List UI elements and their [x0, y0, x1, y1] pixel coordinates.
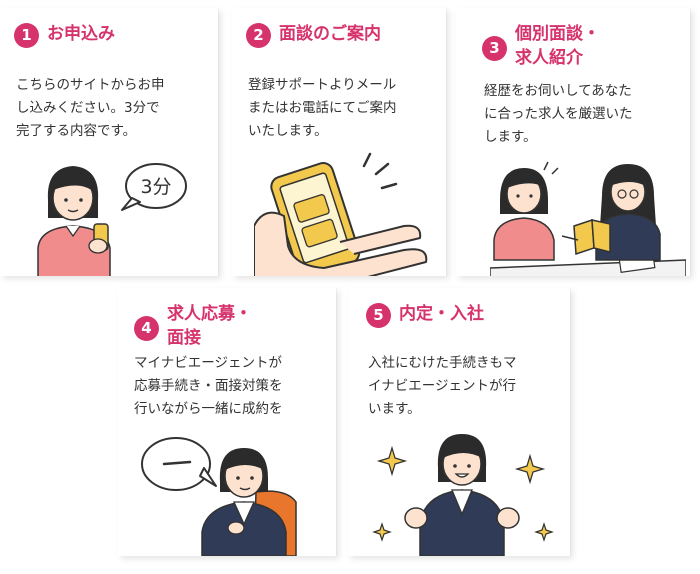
step-description-4: マイナビエージェントが 応募手続き・面接対策を 行いながら一緒に成約を [134, 355, 283, 417]
step-title-4: 求人応募・ 面接 [167, 304, 252, 348]
step-card-4: 4 求人応募・ 面接 マイナビエージェントが 応募手続き・面接対策を 行いながら… [118, 288, 336, 556]
step-header-4: 4 求人応募・ 面接 [134, 302, 328, 350]
celebration-illustration [372, 434, 554, 556]
step-card-3: 3 個別面談・ 求人紹介 経歴をお伺いしてあなた に合った求人を厳選いた します… [456, 8, 690, 276]
step-title-1: お申込み [47, 24, 115, 44]
woman-with-phone-illustration: 3分 [37, 163, 187, 276]
step-card-2: 2 面談のご案内 登録サポートよりメール またはお電話にてご案内 いたします。 [232, 8, 446, 276]
step-number-badge-4: 4 [134, 316, 159, 341]
step-title-2: 面談のご案内 [279, 24, 381, 44]
speech-bubble-text: 3分 [140, 176, 171, 198]
step-header-5: 5 内定・入社 [366, 302, 562, 328]
hand-holding-phone-illustration [254, 152, 428, 276]
step-header-1: 1 お申込み [14, 22, 210, 48]
step-description-3: 経歴をお伺いしてあなた に合った求人を厳選いた します。 [484, 83, 633, 145]
step-title-5: 内定・入社 [399, 304, 484, 324]
step-number-badge-3: 3 [482, 36, 507, 61]
step-number-badge-1: 1 [14, 23, 39, 48]
step-title-3: 個別面談・ 求人紹介 [515, 24, 600, 68]
step-header-2: 2 面談のご案内 [246, 22, 438, 48]
interview-meeting-illustration [490, 161, 686, 276]
step-description-2: 登録サポートよりメール またはお電話にてご案内 いたします。 [248, 77, 397, 139]
step-description-5: 入社にむけた手続きもマ イナビエージェントが行 います。 [368, 355, 517, 417]
step-number-badge-5: 5 [366, 303, 391, 328]
step-header-3: 3 個別面談・ 求人紹介 [482, 22, 682, 70]
step-number-badge-2: 2 [246, 23, 271, 48]
job-interview-illustration [141, 437, 297, 556]
step-card-1: 1 お申込み こちらのサイトからお申 し込みください。3分で 完了する内容です。… [0, 8, 218, 276]
step-description-1: こちらのサイトからお申 し込みください。3分で 完了する内容です。 [16, 77, 165, 139]
step-card-5: 5 内定・入社 入社にむけた手続きもマ イナビエージェントが行 います。 [348, 288, 570, 556]
